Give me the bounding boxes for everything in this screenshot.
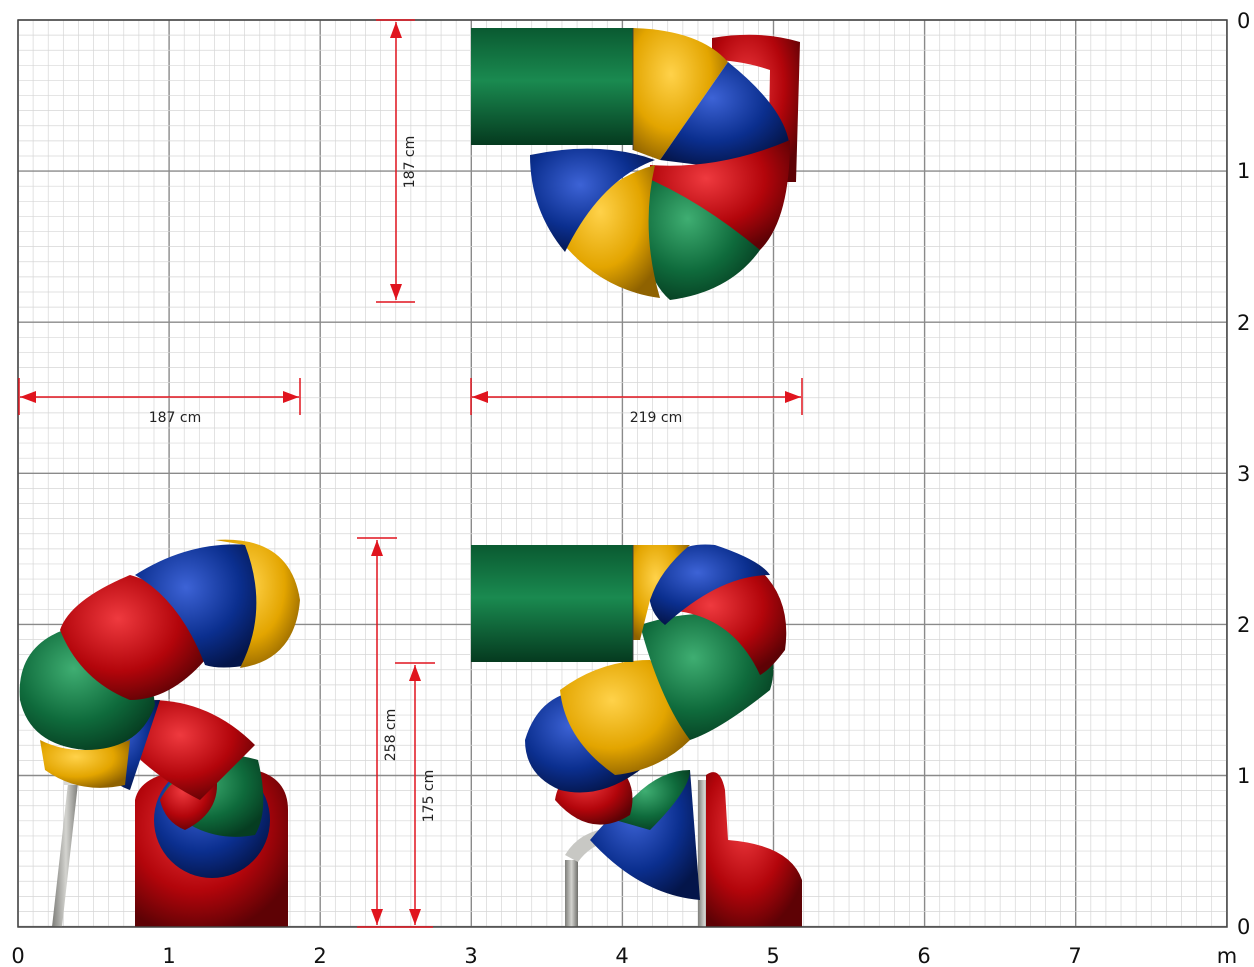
front-view-support-pole-left [565, 860, 578, 927]
top-view-yellow-segment [633, 28, 728, 160]
dimension-platform-height: 175 cm [395, 662, 437, 925]
x-tick-7: 7 [1068, 944, 1081, 967]
top-view-slide [471, 28, 800, 300]
dimension-top-view-height: 187 cm [376, 19, 418, 303]
dimension-label-side-width: 187 cm [149, 410, 202, 426]
top-view-green-segment [639, 175, 760, 300]
top-view-blue-segment-2 [530, 148, 655, 252]
x-axis-labels: 0 1 2 3 4 5 6 7 m [11, 944, 1237, 967]
side-view-blue-segment-top [135, 544, 263, 668]
x-tick-6: 6 [917, 944, 930, 967]
dimension-label-top-view-height: 187 cm [402, 136, 418, 189]
dimension-side-width: 187 cm [18, 378, 301, 426]
top-view-red-segment [650, 140, 790, 250]
x-axis-unit: m [1217, 944, 1237, 967]
y-top-tick-1: 1 [1237, 159, 1250, 183]
dimension-annotations: 187 cm 187 cm 219 cm 258 cm [18, 19, 803, 928]
top-view-yellow-segment-2 [560, 165, 660, 298]
y-axis-labels-top: 0 1 2 3 [1237, 9, 1250, 486]
side-view-yellow-cap [215, 539, 300, 668]
y-top-tick-0: 0 [1237, 9, 1250, 33]
side-view-red-segment-top [60, 575, 205, 700]
front-view-green-straight [471, 545, 633, 662]
x-tick-5: 5 [766, 944, 779, 967]
top-view-green-straight [471, 28, 633, 145]
side-view-slide [19, 539, 300, 927]
drawing-frame [17, 19, 1228, 928]
y-bottom-tick-1: 1 [1237, 764, 1250, 788]
front-view-blue-segment-top [649, 544, 770, 625]
x-tick-4: 4 [615, 944, 628, 967]
x-tick-1: 1 [162, 944, 175, 967]
y-axis-labels-bottom: 2 1 0 [1237, 613, 1250, 939]
dimension-label-front-width: 219 cm [630, 410, 683, 426]
x-tick-0: 0 [11, 944, 24, 967]
front-view-yellow-segment-top [633, 545, 690, 640]
side-view-support-pole [52, 765, 80, 927]
top-view-blue-segment-1 [660, 62, 790, 165]
dimension-total-height: 258 cm [357, 537, 433, 928]
front-view-slide [471, 544, 802, 927]
front-view-red-exit [706, 772, 802, 927]
y-top-tick-2: 2 [1237, 311, 1250, 335]
dimension-label-platform-height: 175 cm [421, 770, 437, 823]
front-view-green-segment-low [615, 770, 690, 830]
dimension-front-width: 219 cm [470, 378, 803, 426]
x-tick-2: 2 [313, 944, 326, 967]
x-tick-3: 3 [464, 944, 477, 967]
front-view-yellow-segment-mid [560, 660, 690, 775]
side-view-yellow-segment-low [40, 740, 130, 788]
front-view-green-segment-mid [640, 613, 774, 740]
y-bottom-tick-0: 0 [1237, 915, 1250, 939]
y-top-tick-3: 3 [1237, 462, 1250, 486]
dimension-label-total-height: 258 cm [383, 709, 399, 762]
side-view-red-segment-mid [130, 700, 255, 800]
y-bottom-tick-2: 2 [1237, 613, 1250, 637]
